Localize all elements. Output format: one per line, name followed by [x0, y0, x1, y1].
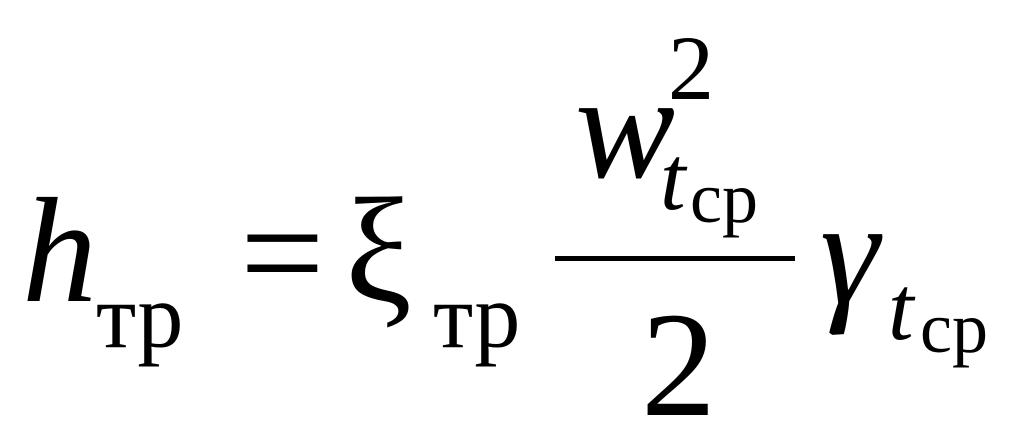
- gamma-sub-subscript: ср: [920, 288, 988, 368]
- gamma-symbol: γ: [820, 170, 880, 336]
- denominator: 2: [641, 282, 716, 448]
- xi-subscript: тр: [433, 265, 521, 367]
- formula: h тр = ξ тр w 2 t ср 2 γ t ср: [22, 17, 988, 440]
- h-subscript: тр: [96, 265, 184, 367]
- xi-symbol: ξ: [345, 168, 412, 334]
- numerator-sub-subscript: ср: [690, 158, 758, 238]
- fraction-bar: [555, 256, 795, 261]
- numerator-subscript: t: [660, 127, 686, 229]
- equals-sign: =: [240, 170, 325, 336]
- numerator-w-symbol: w: [575, 44, 676, 210]
- numerator-exponent: 2: [668, 17, 714, 119]
- gamma-subscript: t: [888, 257, 914, 359]
- h-symbol: h: [22, 168, 97, 334]
